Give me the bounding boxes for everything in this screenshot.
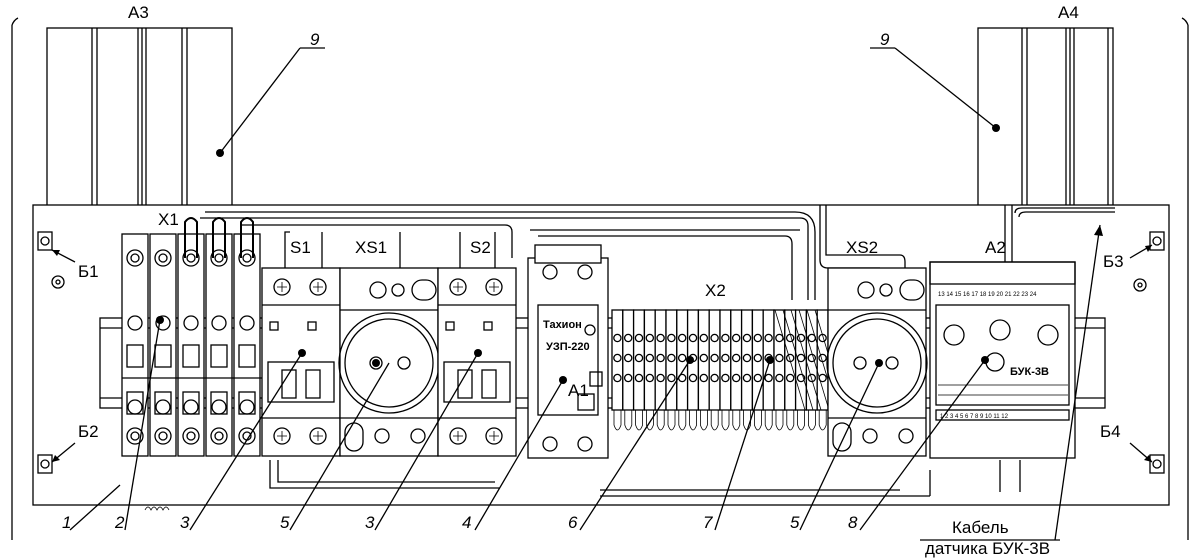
label-x1: X1 <box>158 210 179 229</box>
a2-bottom-terminal-numbers: 1 2 3 4 5 6 7 8 9 10 11 12 <box>940 414 1009 420</box>
fixing-screw-b2 <box>37 454 53 474</box>
label-a4: A4 <box>1058 3 1079 22</box>
label-b3: Б3 <box>1103 252 1124 271</box>
callout-number: 7 <box>703 513 713 532</box>
label-a1: A1 <box>568 381 589 400</box>
enclosure-outline <box>11 17 1189 540</box>
circuit-breaker-s2 <box>437 267 517 457</box>
label-a2: A2 <box>985 238 1006 257</box>
x1-terminal <box>149 233 177 457</box>
profile-rail-left <box>46 27 233 207</box>
control-unit-a2: 13 14 15 16 17 18 19 20 21 22 23 24 БУК-… <box>929 261 1076 459</box>
brand-label-a1: Тахион <box>543 319 582 331</box>
callout-number: 5 <box>280 513 290 532</box>
b-marker-leaders <box>51 244 1153 463</box>
callout-number: 8 <box>848 513 858 532</box>
surge-protector-a1: Тахион УЗП-220 <box>527 244 609 459</box>
a2-top-terminal-numbers: 13 14 15 16 17 18 19 20 21 22 23 24 <box>938 292 1037 298</box>
fixing-screw-b3 <box>1133 231 1165 292</box>
label-xs2: XS2 <box>846 238 878 257</box>
label-rail-right: 9 <box>880 30 890 49</box>
label-b4: Б4 <box>1100 422 1121 441</box>
fixing-screw-b4 <box>1149 454 1165 474</box>
label-s2: S2 <box>470 238 491 257</box>
callout-leaders <box>69 224 1103 541</box>
callout-number: 2 <box>114 513 125 532</box>
socket-xs1 <box>338 267 440 457</box>
socket-xs2 <box>826 267 928 457</box>
x1-terminal <box>205 217 233 457</box>
fixing-screw-b1 <box>37 231 65 289</box>
rail-leaders <box>219 47 997 154</box>
callout-number: 1 <box>62 513 71 532</box>
cable-note-line1: Кабель <box>952 518 1009 537</box>
device-label-uzp: УЗП-220 <box>546 341 590 353</box>
callout-numbers: 1 2 3 5 3 4 6 7 5 8 <box>62 513 858 532</box>
label-s1: S1 <box>290 238 311 257</box>
callout-number: 4 <box>462 513 471 532</box>
circuit-breaker-s1 <box>261 267 341 457</box>
profile-rail-right <box>977 27 1114 207</box>
terminal-block-x1 <box>121 217 262 457</box>
label-b1: Б1 <box>78 262 99 281</box>
x1-terminal <box>233 217 261 457</box>
terminal-strip-x2 <box>611 309 846 431</box>
label-rail-left: 9 <box>310 30 320 49</box>
callout-number: 3 <box>180 513 190 532</box>
callout-number: 6 <box>568 513 578 532</box>
cable-note-line2: датчика БУК-3В <box>925 539 1050 558</box>
x1-terminal <box>177 217 205 457</box>
x1-terminal <box>121 233 149 457</box>
label-xs1: XS1 <box>355 238 387 257</box>
callout-number: 3 <box>365 513 375 532</box>
label-x2: X2 <box>705 281 726 300</box>
label-a3: A3 <box>128 3 149 22</box>
device-label-buk: БУК-3В <box>1010 366 1049 378</box>
callout-number: 5 <box>790 513 800 532</box>
wire-harness <box>200 205 1115 497</box>
label-b2: Б2 <box>78 422 99 441</box>
